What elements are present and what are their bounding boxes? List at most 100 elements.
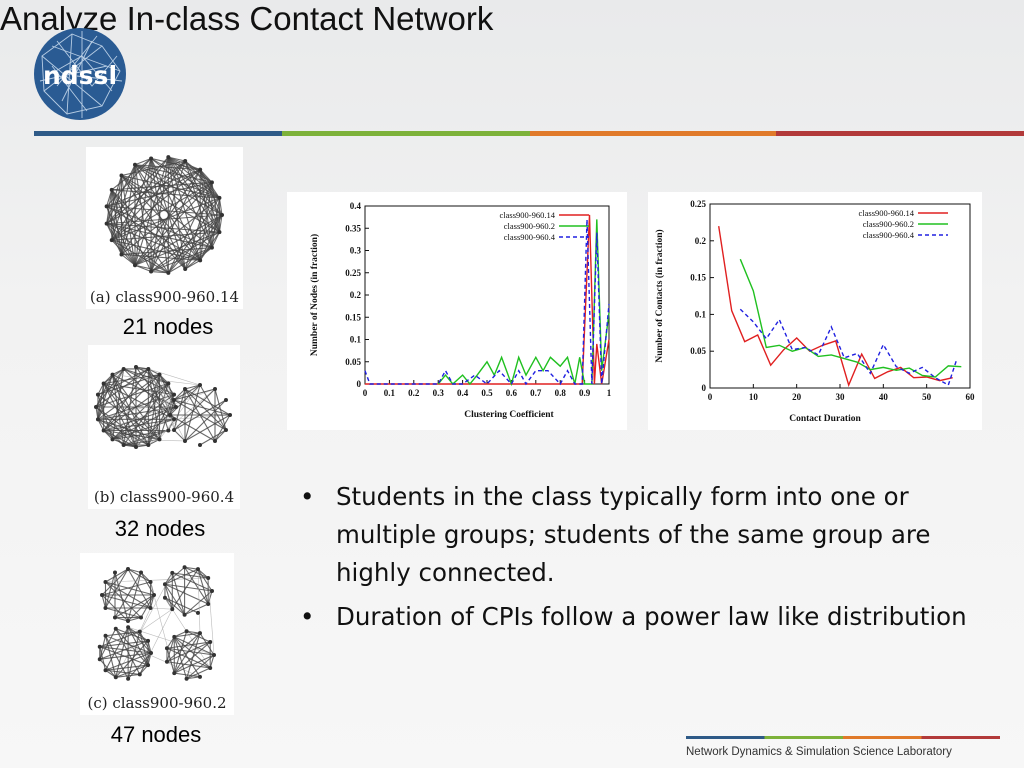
network-edge [123, 368, 175, 396]
chart1-ytick-label: 0.3 [350, 246, 362, 256]
network-edge [127, 631, 141, 679]
chart2-xtick-label: 10 [749, 392, 759, 402]
network-node [198, 167, 203, 172]
network-node [101, 428, 106, 433]
network-edge [99, 646, 149, 666]
network-edge [166, 641, 211, 663]
network-edge [111, 169, 201, 241]
chart2-legend-label-3: class900-960.4 [863, 230, 915, 240]
network-node [223, 428, 228, 432]
node-count-b: 32 nodes [114, 516, 206, 541]
chart1-legend-label-3: class900-960.4 [504, 232, 556, 242]
network-node [183, 387, 187, 392]
network-edge [168, 383, 175, 431]
network-node [184, 629, 189, 634]
network-edge [186, 630, 201, 634]
network-node [162, 582, 167, 587]
network-edge [172, 572, 213, 592]
chart1-legend-label-2: class900-960.2 [504, 221, 555, 231]
slide-title: Analyze In-class Contact Network [0, 0, 494, 37]
chart2-ytick-label: 0.15 [690, 273, 706, 283]
chart2-xtick-label: 60 [966, 392, 976, 402]
network-node [126, 676, 131, 681]
network-node [113, 615, 117, 620]
network-node [166, 270, 171, 275]
chart1-xlabel: Clustering Coefficient [464, 410, 554, 420]
network-node [172, 417, 177, 422]
network-edge [127, 616, 142, 622]
network-node [208, 640, 213, 645]
footer-lab-name: Network Dynamics & Simulation Science La… [686, 746, 952, 758]
network-edge [139, 631, 149, 666]
network-node [170, 607, 175, 612]
logo-text: ndssl [43, 61, 117, 90]
chart1-xtick-label: 0 [363, 388, 368, 398]
network-node [217, 230, 222, 235]
network-edge [134, 164, 220, 199]
network-edge [211, 197, 220, 248]
network-node [172, 428, 177, 432]
title-rule-red [776, 131, 1024, 136]
network-node [206, 601, 211, 606]
network-edge [99, 635, 107, 660]
network-node [198, 258, 203, 263]
network-node [137, 672, 142, 677]
network-edge [105, 607, 142, 619]
network-edge [173, 636, 211, 669]
network-edge [127, 626, 152, 654]
network-edge [214, 388, 227, 431]
network-node [157, 437, 162, 442]
network-node [220, 213, 224, 217]
network-edge [166, 636, 175, 662]
network-edge [101, 568, 129, 596]
network-edge [214, 429, 227, 442]
duration-chart-panel: Number of Contacts (in fraction) Contact… [648, 192, 982, 430]
chart1-ytick-label: 0.1 [350, 335, 362, 345]
chart2-xtick-label: 30 [836, 392, 846, 402]
network-node [195, 567, 200, 572]
network-edge [111, 160, 186, 241]
clustering-coefficient-chart: Number of Nodes (in fraction) Clustering… [309, 201, 612, 420]
network-edge [174, 632, 201, 638]
network-node [146, 638, 151, 643]
network-edge [134, 157, 152, 166]
network-edge [173, 636, 201, 678]
network-edge [106, 223, 213, 249]
chart1-ytick-label: 0.25 [345, 268, 361, 278]
network-edge [197, 569, 209, 605]
network-edge [134, 164, 152, 272]
network-edge [103, 382, 175, 396]
title-rule-orange [530, 131, 776, 136]
network-edge [115, 627, 129, 678]
network-edge [104, 572, 116, 609]
network-edge [167, 182, 213, 274]
network-edge [167, 157, 201, 261]
network-node [164, 659, 169, 664]
chart2-ytick-label: 0 [702, 383, 707, 393]
network-node [119, 252, 124, 257]
network-node [209, 180, 214, 185]
network-edge [174, 636, 215, 656]
network-edge [106, 181, 213, 207]
network-edge [97, 383, 105, 395]
chart1-ytick-label: 0 [357, 379, 362, 389]
network-edge [173, 399, 227, 431]
network-edge [105, 669, 140, 675]
network-node [206, 576, 211, 581]
network-edge [139, 608, 173, 632]
network-edge [106, 205, 201, 261]
network-edge [103, 383, 137, 448]
network-edge [105, 568, 129, 583]
network-node [110, 372, 115, 377]
network-node [166, 381, 171, 386]
network-node [103, 606, 108, 610]
network-edge [184, 566, 199, 570]
network-edge [150, 157, 220, 199]
network-edge [184, 399, 227, 442]
network-edge [166, 632, 201, 663]
network-edge [127, 568, 151, 583]
network-graph-b [94, 365, 232, 449]
network-edge [173, 388, 186, 401]
network-edge [150, 158, 201, 261]
network-edge [186, 630, 211, 643]
